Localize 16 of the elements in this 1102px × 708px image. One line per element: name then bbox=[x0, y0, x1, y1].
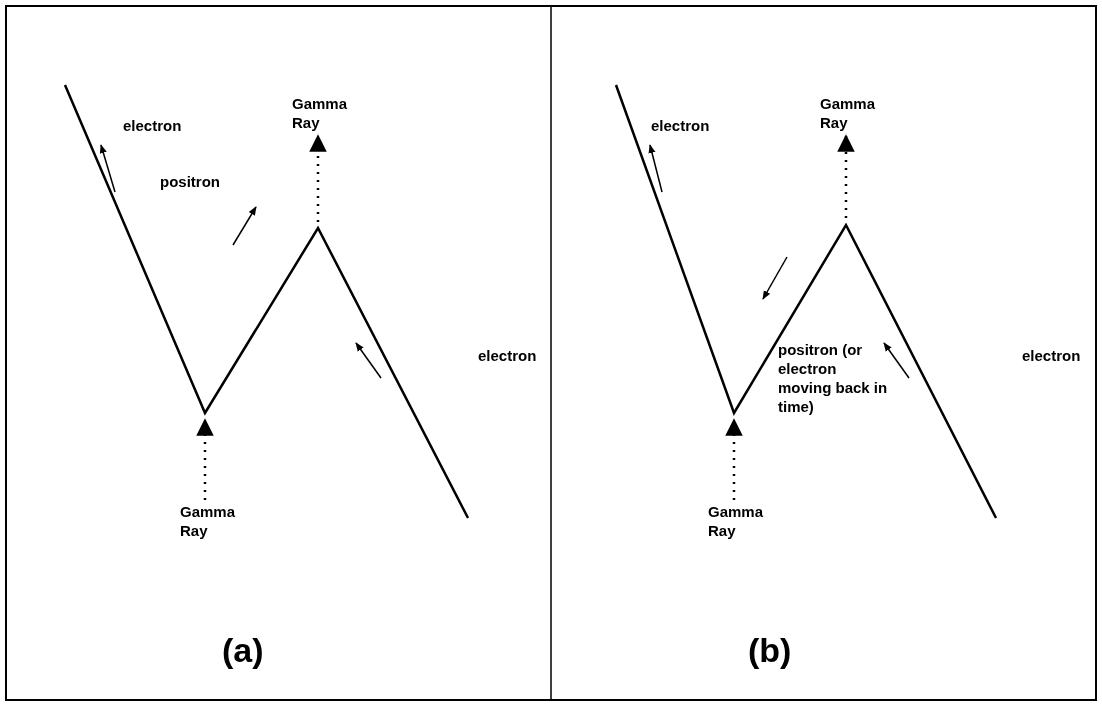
dotted-arrow bbox=[725, 418, 743, 500]
panel-label: (a) bbox=[222, 630, 264, 670]
dotted-arrow bbox=[309, 134, 327, 222]
particle-label: electron bbox=[478, 346, 537, 365]
particle-label: electron bbox=[123, 116, 182, 135]
particle-label: electron bbox=[651, 116, 710, 135]
particle-label: electron bbox=[1022, 346, 1081, 365]
particle-label: positron bbox=[160, 172, 220, 191]
text-label: Gamma Ray bbox=[820, 94, 876, 132]
panel-label: (b) bbox=[748, 630, 792, 670]
particle-label: positron (or electron moving back in time) bbox=[778, 340, 889, 416]
text-label: Gamma Ray bbox=[708, 502, 764, 540]
dotted-arrow bbox=[196, 418, 214, 500]
text-label: Gamma Ray bbox=[180, 502, 236, 540]
text-label: Gamma Ray bbox=[292, 94, 348, 132]
dotted-arrow bbox=[837, 134, 855, 218]
